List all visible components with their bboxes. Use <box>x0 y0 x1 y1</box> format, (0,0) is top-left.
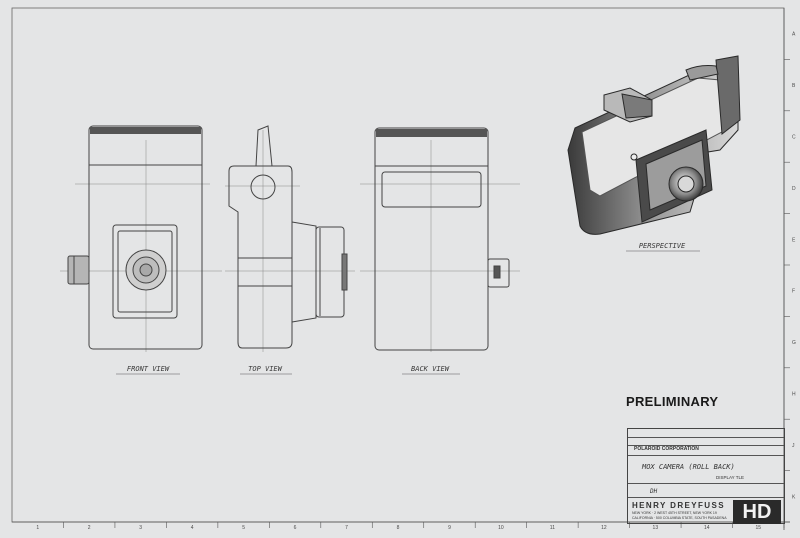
border-number: 14 <box>704 525 710 531</box>
perspective-view <box>567 55 741 235</box>
border-letter: H <box>792 392 796 398</box>
border-letter: F <box>792 289 795 295</box>
tb-row <box>628 445 784 446</box>
border-number: 6 <box>294 525 297 531</box>
border-number: 1 <box>36 525 39 531</box>
border-number: 5 <box>242 525 245 531</box>
view-labels: FRONT VIEW TOP VIEW BACK VIEW PERSPECTIV… <box>116 242 700 375</box>
drawn-by: DH <box>650 488 658 495</box>
drawing-title: MOX CAMERA (ROLL BACK) <box>642 463 735 471</box>
border-number: 2 <box>88 525 91 531</box>
border-letter: B <box>792 83 796 89</box>
border-number: 4 <box>191 525 194 531</box>
back-view-label: BACK VIEW <box>411 365 450 373</box>
top-view <box>225 125 355 352</box>
border-number: 8 <box>397 525 400 531</box>
border-letter: J <box>792 443 795 449</box>
border-letter: D <box>792 186 796 192</box>
drawing-subtitle: DISPLAY TLE <box>716 475 745 480</box>
border-number: 12 <box>601 525 607 531</box>
border-letter: A <box>792 32 796 38</box>
firm-name: HENRY DREYFUSS <box>632 501 725 510</box>
top-view-label: TOP VIEW <box>248 365 283 373</box>
border-number: 9 <box>448 525 451 531</box>
tb-row <box>628 483 784 484</box>
border-letter: C <box>792 135 796 141</box>
border-number: 13 <box>653 525 659 531</box>
client-name: POLAROID CORPORATION <box>634 446 699 452</box>
border-letter: E <box>792 237 796 243</box>
firm-address-2: CALIFORNIA · 500 COLUMBIA STATE, SOUTH P… <box>632 516 727 520</box>
tb-row <box>628 497 784 498</box>
border-letter: K <box>792 494 796 500</box>
back-view <box>360 127 520 352</box>
tb-row <box>628 455 784 456</box>
border-letter: G <box>792 340 796 346</box>
border-number: 11 <box>550 525 555 531</box>
perspective-label: PERSPECTIVE <box>639 242 686 250</box>
title-block: POLAROID CORPORATION MOX CAMERA (ROLL BA… <box>627 428 785 524</box>
firm-address-1: NEW YORK · 2 WEST 45TH STREET, NEW YORK … <box>632 511 717 515</box>
border-number: 10 <box>498 525 504 531</box>
front-view <box>60 125 222 352</box>
tb-row <box>628 437 784 438</box>
border-number: 15 <box>755 525 761 531</box>
preliminary-stamp: PRELIMINARY <box>626 394 719 409</box>
border-number: 3 <box>139 525 142 531</box>
front-view-label: FRONT VIEW <box>127 365 170 373</box>
hd-logo: HD <box>733 500 781 524</box>
border-number: 7 <box>345 525 348 531</box>
